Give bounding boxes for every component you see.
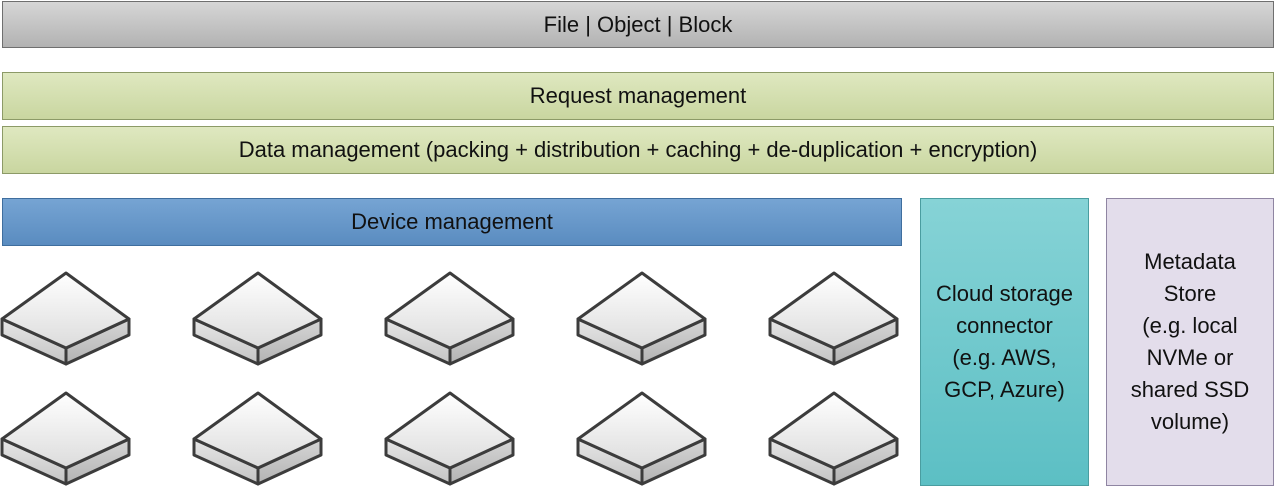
device-management-layer: Device management [2,198,902,246]
storage-drive-icon [0,271,131,366]
device-management-label: Device management [351,209,553,234]
cloud-storage-connector-label: Cloud storage connector (e.g. AWS, GCP, … [936,281,1073,402]
storage-drive-icon [576,391,707,486]
storage-drive-icon [768,391,899,486]
request-management-layer: Request management [2,72,1274,120]
storage-drive-icon [384,271,515,366]
cloud-storage-connector-box: Cloud storage connector (e.g. AWS, GCP, … [920,198,1089,486]
data-management-label: Data management (packing + distribution … [238,137,1038,162]
protocols-layer: File | Object | Block [2,1,1274,48]
storage-drive-icon [384,391,515,486]
storage-drive-icon [0,391,131,486]
storage-drive-icon [576,271,707,366]
storage-drive-icon [192,391,323,486]
metadata-store-box: Metadata Store (e.g. local NVMe or share… [1106,198,1274,486]
storage-drive-icon [192,271,323,366]
storage-drive-icon [768,271,899,366]
data-management-layer: Data management (packing + distribution … [2,126,1274,174]
protocols-layer-label: File | Object | Block [543,11,733,37]
storage-drives-grid [0,271,899,486]
request-management-label: Request management [529,83,747,108]
metadata-store-label: Metadata Store (e.g. local NVMe or share… [1130,249,1250,434]
